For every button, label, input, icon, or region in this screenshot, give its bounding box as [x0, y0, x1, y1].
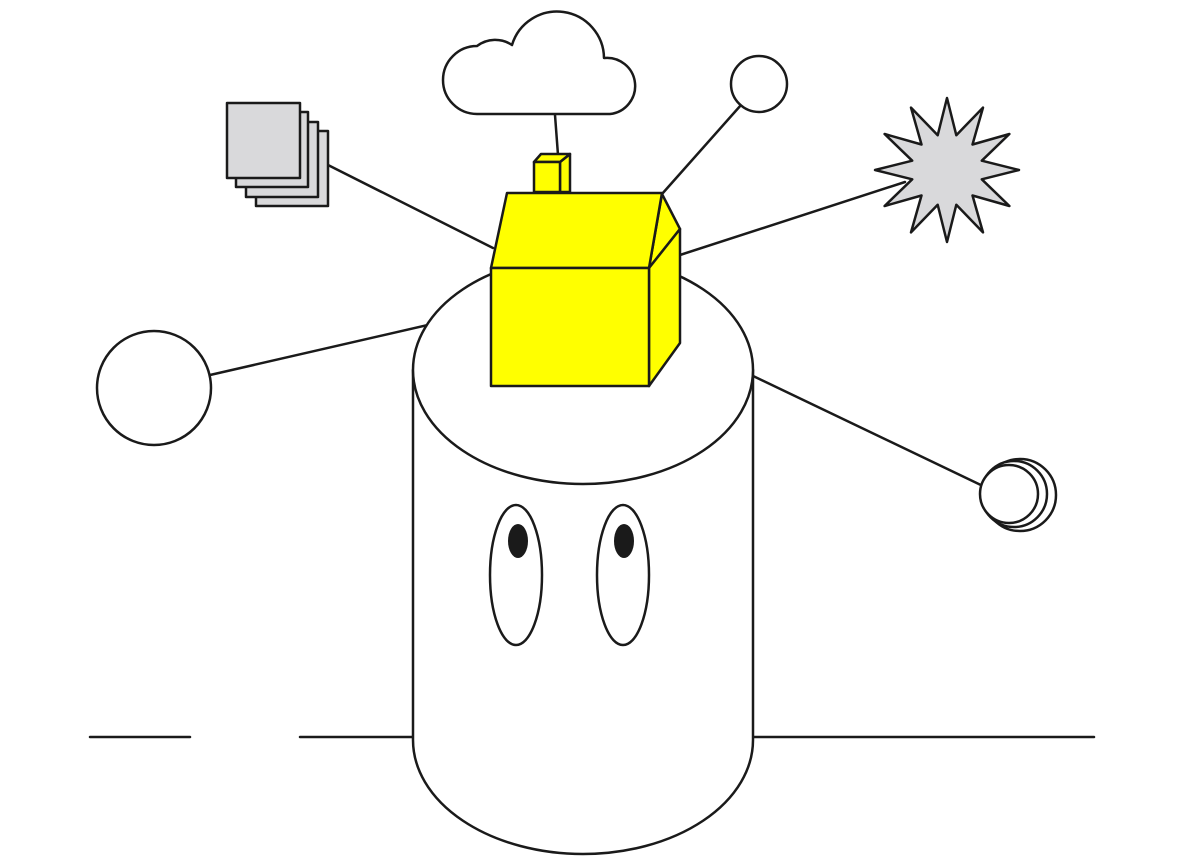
moon-icon [978, 457, 1058, 533]
house-chimney [532, 160, 562, 194]
cloud-icon [441, 10, 637, 116]
right-eye [595, 503, 651, 647]
cylinder-eyes [488, 503, 651, 647]
connector-stack [326, 163, 495, 250]
house-front [489, 266, 651, 388]
house-icon [489, 152, 682, 388]
house-roof [489, 191, 664, 270]
sun-burst-icon [873, 96, 1021, 244]
left-eye [488, 503, 544, 647]
connector-cloud [553, 113, 560, 157]
layered-squares-icon [225, 101, 330, 208]
connector-small-circle [660, 103, 743, 196]
connector-sun [678, 180, 907, 257]
large-circle-icon [95, 329, 213, 447]
small-circle-icon [729, 54, 789, 114]
